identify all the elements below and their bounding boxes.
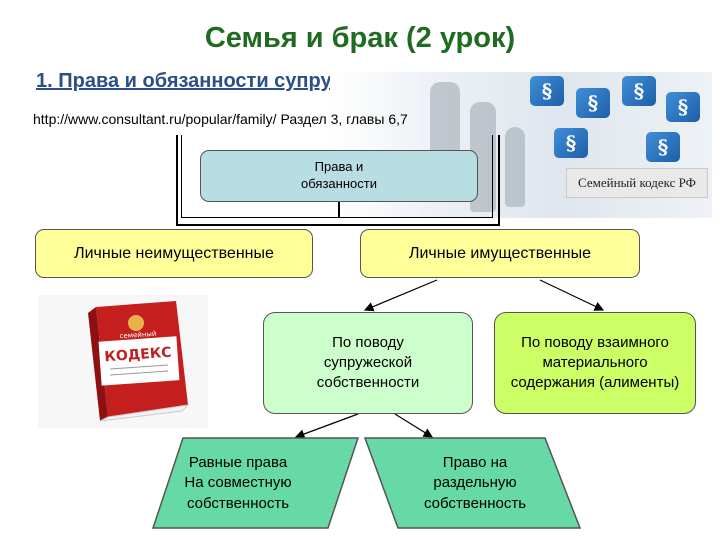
node-property: Личные имущественные [360,229,640,278]
root-frame-outer [176,135,500,226]
paragraph-cube-icon: § [554,128,588,158]
node-spouse-property: По поводу супружеской собственности [263,312,473,414]
node-alimony: По поводу взаимного материального содерж… [494,312,696,414]
node-non-property: Личные неимущественные [35,229,313,278]
node-equal-rights-label: Равные права На совместную собственность [184,454,292,512]
parallelogram-equal-rights [151,437,360,529]
trapezoid-separate-right [363,437,582,529]
paragraph-cube-icon: § [576,88,610,118]
book-title: КОДЕКС [104,345,172,366]
node-non-property-label: Личные неимущественные [74,244,274,262]
node-alimony-label: По поводу взаимного материального содерж… [510,333,680,392]
page-title: Семья и брак (2 урок) [204,22,516,54]
arrow-spouse-to-equal [294,413,359,439]
family-code-plate: Семейный кодекс РФ [566,168,708,198]
arrow-spouse-to-separate [394,413,434,438]
node-property-label: Личные имущественные [408,244,592,262]
node-rights-and-duties-label: Права и обязанности [301,159,377,191]
paragraph-cube-icon: § [666,92,700,122]
book-subtitle: семейный [119,330,156,341]
paragraph-cube-icon: § [530,76,564,106]
section-heading: 1. Права и обязанности супругов [36,70,365,92]
paragraph-cube-icon: § [622,76,656,106]
node-rights-and-duties: Права и обязанности [200,150,478,202]
arrow-property-to-alimony [539,279,605,311]
source-link[interactable]: http://www.consultant.ru/popular/family/… [33,111,408,127]
node-separate-right-label: Право на раздельную собственность [423,454,527,512]
arrow-property-to-spouse [363,279,438,312]
node-spouse-property-label: По поводу супружеской собственности [316,333,420,392]
root-frame-inner [181,135,493,218]
paragraph-cube-icon: § [646,132,680,162]
code-book-image: семейный КОДЕКС [38,295,208,428]
